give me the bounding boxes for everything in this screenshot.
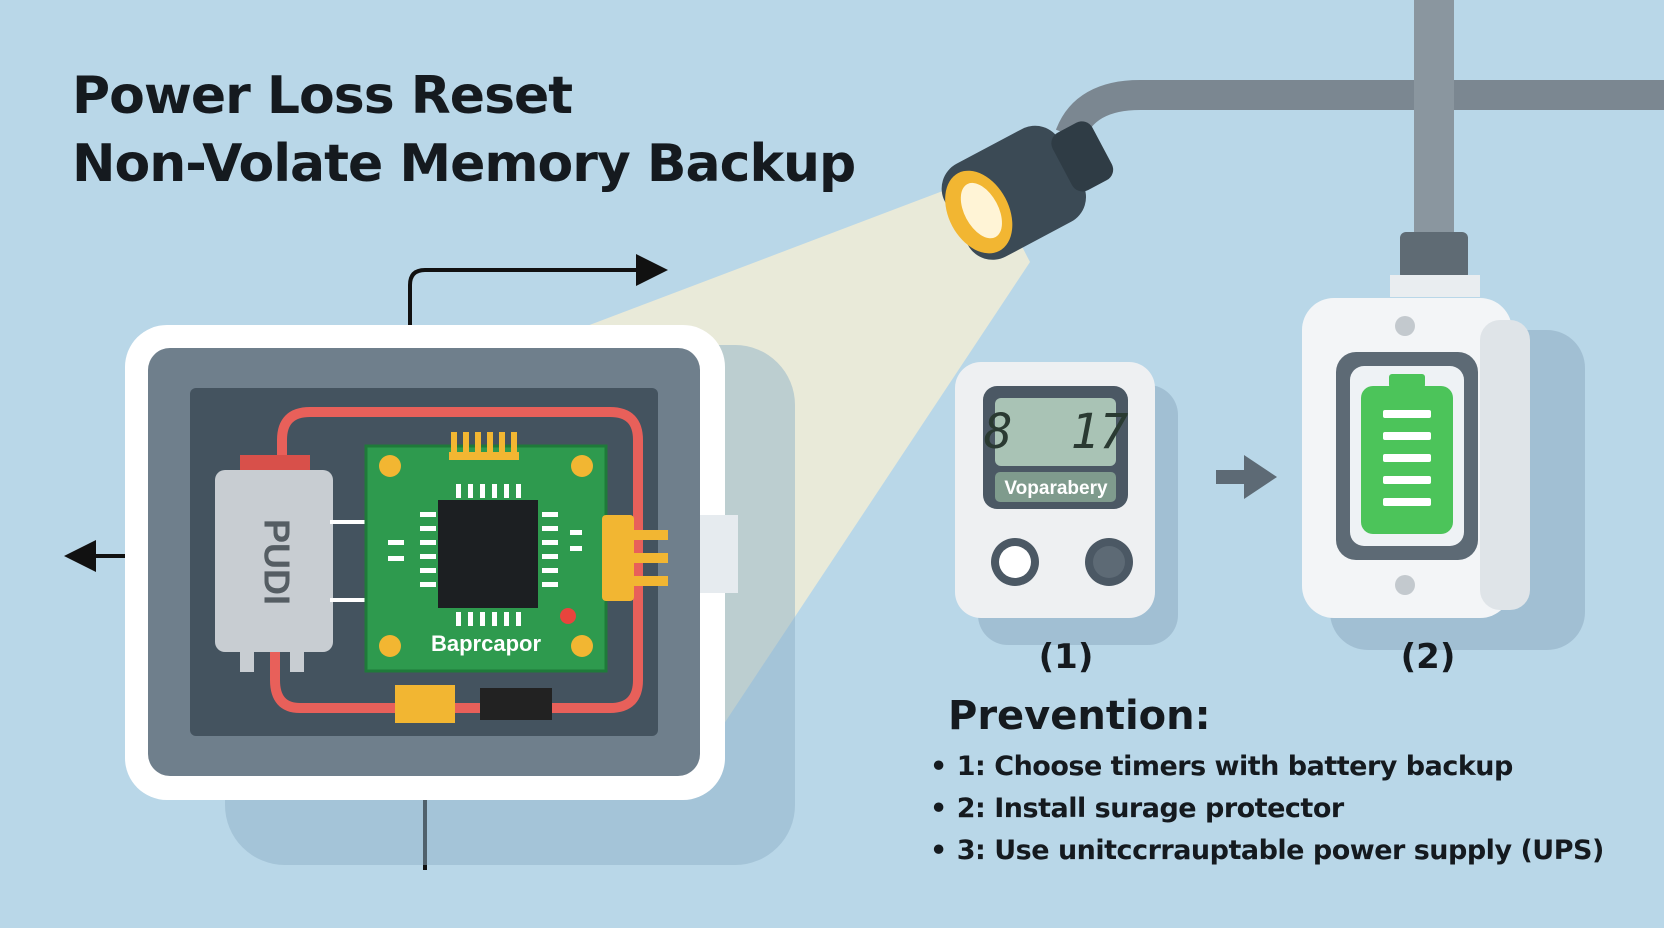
digital-timer: 8 17 Voparabery	[955, 362, 1178, 645]
microcontroller-chip	[438, 500, 538, 608]
page-title: Power Loss Reset Non-Volate Memory Backu…	[72, 62, 856, 198]
title-line-1: Power Loss Reset	[72, 66, 573, 126]
circuit-board: Baprcapor	[364, 432, 608, 673]
timer-caption: (1)	[1039, 637, 1094, 677]
board-connector	[602, 515, 668, 601]
prevention-list: 1: Choose timers with battery backup 2: …	[930, 746, 1605, 872]
overhead-cable	[1055, 0, 1664, 297]
timer-display-digits: 8 17	[984, 404, 1129, 460]
module-label: PUDI	[256, 519, 297, 605]
board-label: Baprcapor	[431, 631, 541, 656]
title-line-2: Non-Volate Memory Backup	[72, 134, 856, 194]
resistor-black	[480, 688, 552, 720]
backup-battery-module: PUDI	[215, 455, 333, 672]
spotlight-lamp-icon	[941, 121, 1114, 260]
outlet-caption: (2)	[1401, 637, 1456, 677]
arrow-right-icon	[1216, 455, 1277, 499]
timer-label: Voparabery	[1004, 478, 1108, 499]
prevention-item-3: 3: Use unitccrrauptable power supply (UP…	[930, 830, 1605, 872]
capacitor-yellow	[395, 685, 455, 723]
prevention-panel: Prevention: 1: Choose timers with batter…	[930, 692, 1604, 872]
prevention-item-2: 2: Install surage protector	[930, 788, 1604, 830]
prevention-heading: Prevention:	[948, 693, 1211, 739]
battery-backup-outlet	[1302, 298, 1585, 650]
prevention-item-1: 1: Choose timers with battery backup	[930, 746, 1604, 788]
